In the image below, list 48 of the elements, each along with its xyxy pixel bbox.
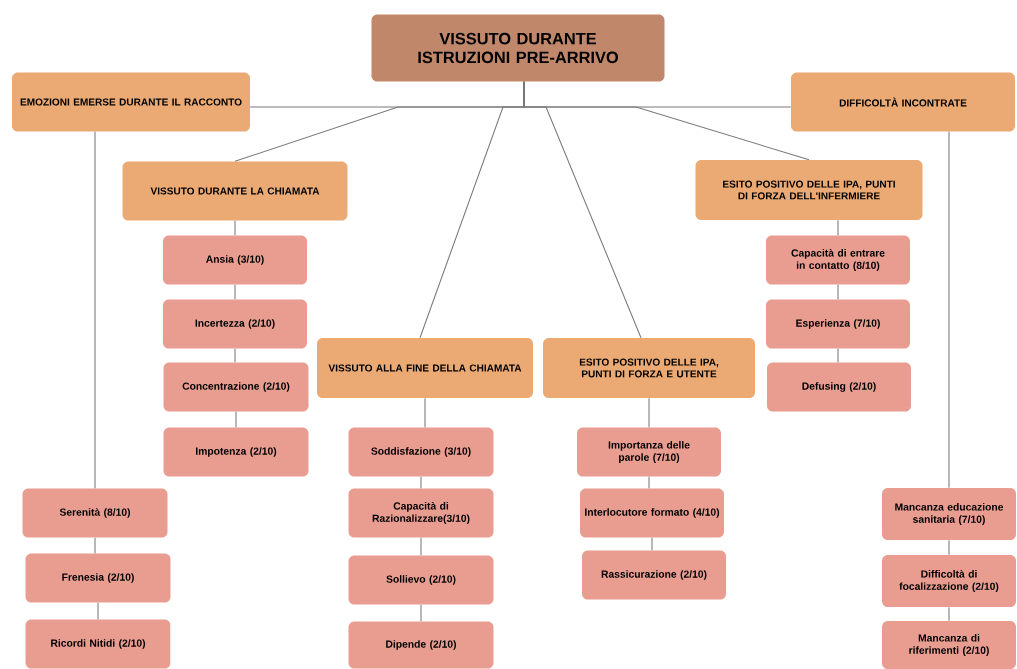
item-box: Difficoltà di focalizzazione (2/10) bbox=[882, 555, 1016, 607]
item-box: Defusing (2/10) bbox=[767, 362, 911, 412]
connector-line bbox=[837, 284, 839, 300]
category-box: VISSUTO DURANTE LA CHIAMATA bbox=[122, 161, 348, 221]
connector-line bbox=[523, 81, 792, 108]
connector-line bbox=[424, 397, 426, 428]
connector-line bbox=[234, 284, 236, 300]
connector-line bbox=[837, 348, 839, 363]
category-box: ESITO POSITIVO DELLE IPA, PUNTI DI FORZA DELL'INFERMIERE bbox=[695, 160, 923, 220]
connector-line bbox=[837, 219, 839, 236]
item-box: Ricordi Nitidi (2/10) bbox=[25, 619, 171, 669]
item-box: Esperienza (7/10) bbox=[766, 299, 910, 349]
item-box: Impotenza (2/10) bbox=[163, 427, 309, 477]
category-box: EMOZIONI EMERSE DURANTE IL RACCONTO bbox=[12, 72, 250, 132]
topic-box: VISSUTO DURANTE ISTRUZIONI PRE-ARRIVO bbox=[371, 14, 665, 82]
item-box: Incertezza (2/10) bbox=[163, 299, 307, 349]
item-box: Interlocutore formato (4/10) bbox=[580, 488, 724, 538]
item-box: Importanza delle parole (7/10) bbox=[577, 427, 721, 477]
connector-line bbox=[97, 602, 99, 620]
category-box: ESITO POSITIVO DELLE IPA, PUNTI DI FORZA E UTENTE bbox=[543, 338, 755, 398]
connector-line bbox=[94, 537, 96, 554]
connector-line bbox=[234, 348, 236, 363]
item-box: Mancanza di riferimenti (2/10) bbox=[882, 621, 1016, 669]
connector-line bbox=[648, 476, 650, 489]
item-box: Mancanza educazione sanitaria (7/10) bbox=[882, 488, 1016, 540]
item-box: Serenità (8/10) bbox=[22, 488, 168, 538]
item-box: Rassicurazione (2/10) bbox=[582, 550, 726, 600]
connector-line bbox=[651, 537, 653, 551]
connector-line bbox=[948, 606, 950, 622]
connector-line bbox=[420, 537, 422, 556]
item-box: Concentrazione (2/10) bbox=[163, 362, 309, 412]
connector-line bbox=[420, 604, 422, 622]
connector-line bbox=[94, 131, 96, 489]
connector-line bbox=[420, 476, 422, 489]
connector-line bbox=[948, 539, 950, 556]
item-box: Capacità di Razionalizzare(3/10) bbox=[348, 488, 494, 538]
category-box: VISSUTO ALLA FINE DELLA CHIAMATA bbox=[317, 338, 533, 398]
connector-line bbox=[234, 220, 236, 236]
item-box: Soddisfazione (3/10) bbox=[348, 427, 494, 477]
item-box: Capacità di entrare in contatto (8/10) bbox=[766, 235, 910, 285]
connector-line bbox=[948, 131, 950, 489]
item-box: Dipende (2/10) bbox=[348, 621, 494, 669]
category-box: DIFFICOLTÀ INCONTRATE bbox=[791, 72, 1015, 132]
item-box: Sollievo (2/10) bbox=[348, 555, 494, 605]
connector-line bbox=[235, 411, 237, 428]
connector-line bbox=[648, 397, 650, 428]
item-box: Ansia (3/10) bbox=[163, 235, 307, 285]
item-box: Frenesia (2/10) bbox=[25, 553, 171, 603]
